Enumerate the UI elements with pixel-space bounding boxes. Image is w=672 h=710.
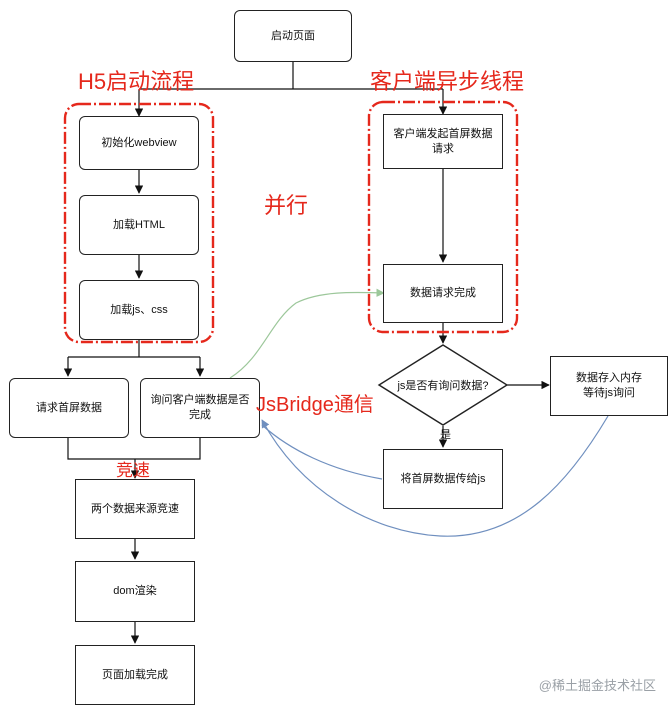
request-done-node: 数据请求完成 xyxy=(383,264,503,323)
yes-label: 是 xyxy=(440,429,451,441)
init-webview-node: 初始化webview xyxy=(79,116,199,170)
pass-to-js-node: 将首屏数据传给js xyxy=(383,449,503,509)
store-wait-node: 数据存入内存 等待js询问 xyxy=(550,356,668,416)
edge-return-blue xyxy=(261,415,609,537)
parallel-annotation: 并行 xyxy=(264,193,309,218)
start-node: 启动页面 xyxy=(234,10,352,62)
request-first-screen-node: 请求首屏数据 xyxy=(9,378,129,438)
edge-js-split xyxy=(68,340,200,358)
dom-render-node: dom渲染 xyxy=(75,561,195,622)
group-client-outline xyxy=(367,100,519,334)
race-annotation: 竞速 xyxy=(116,461,150,480)
decision-diamond-shape xyxy=(377,344,509,426)
client-thread-annotation: 客户端异步线程 xyxy=(370,69,525,94)
watermark: @稀土掘金技术社区 xyxy=(538,678,656,693)
client-request-node: 客户端发起首屏数据 请求 xyxy=(383,114,503,169)
h5-flow-annotation: H5启动流程 xyxy=(78,69,195,94)
query-client-node: 询问客户端数据是否 完成 xyxy=(140,378,260,438)
group-h5-outline xyxy=(63,102,215,344)
decision-node: js是否有询问数据? xyxy=(397,380,489,392)
edge-jsbridge-green xyxy=(229,288,385,379)
load-js-css-node: 加载js、css xyxy=(79,280,199,340)
jsbridge-annotation: JsBridge通信 xyxy=(256,394,374,416)
page-done-node: 页面加载完成 xyxy=(75,645,195,705)
load-html-node: 加载HTML xyxy=(79,195,199,255)
edge-pass-blue xyxy=(261,424,383,480)
race-node: 两个数据来源竞速 xyxy=(75,479,195,539)
